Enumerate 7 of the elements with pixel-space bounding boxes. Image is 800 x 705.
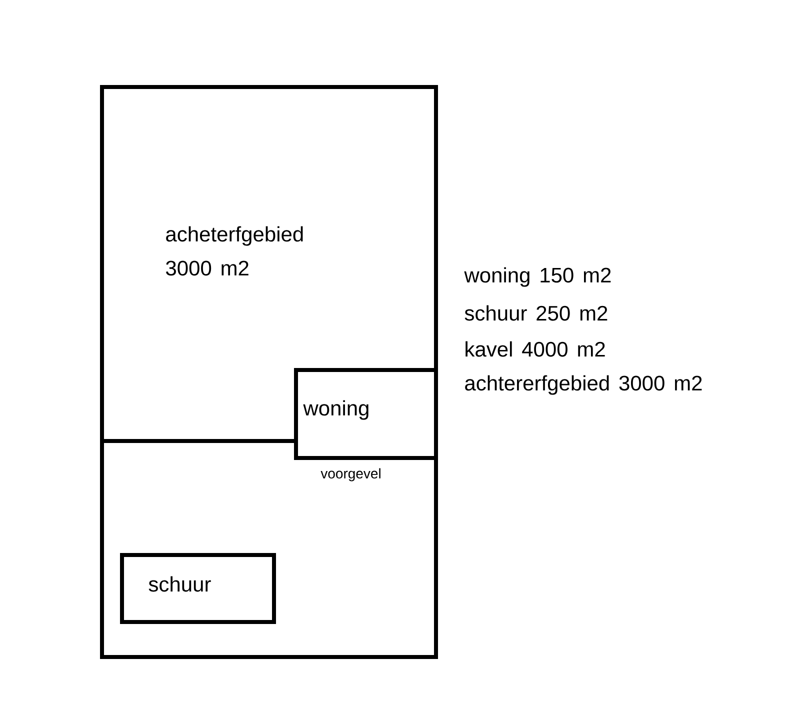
area-note: kavel 4000 m2 [466, 341, 605, 357]
area-note: woning 150 m2 [464, 267, 611, 287]
area-note: schuur 250 m2 [464, 305, 608, 321]
side-label: voorgevel [320, 468, 380, 482]
area-note: achtererfgebied 3000 m2 [465, 375, 702, 395]
building-box: schuur [120, 553, 276, 624]
building-box: woning [294, 368, 438, 460]
